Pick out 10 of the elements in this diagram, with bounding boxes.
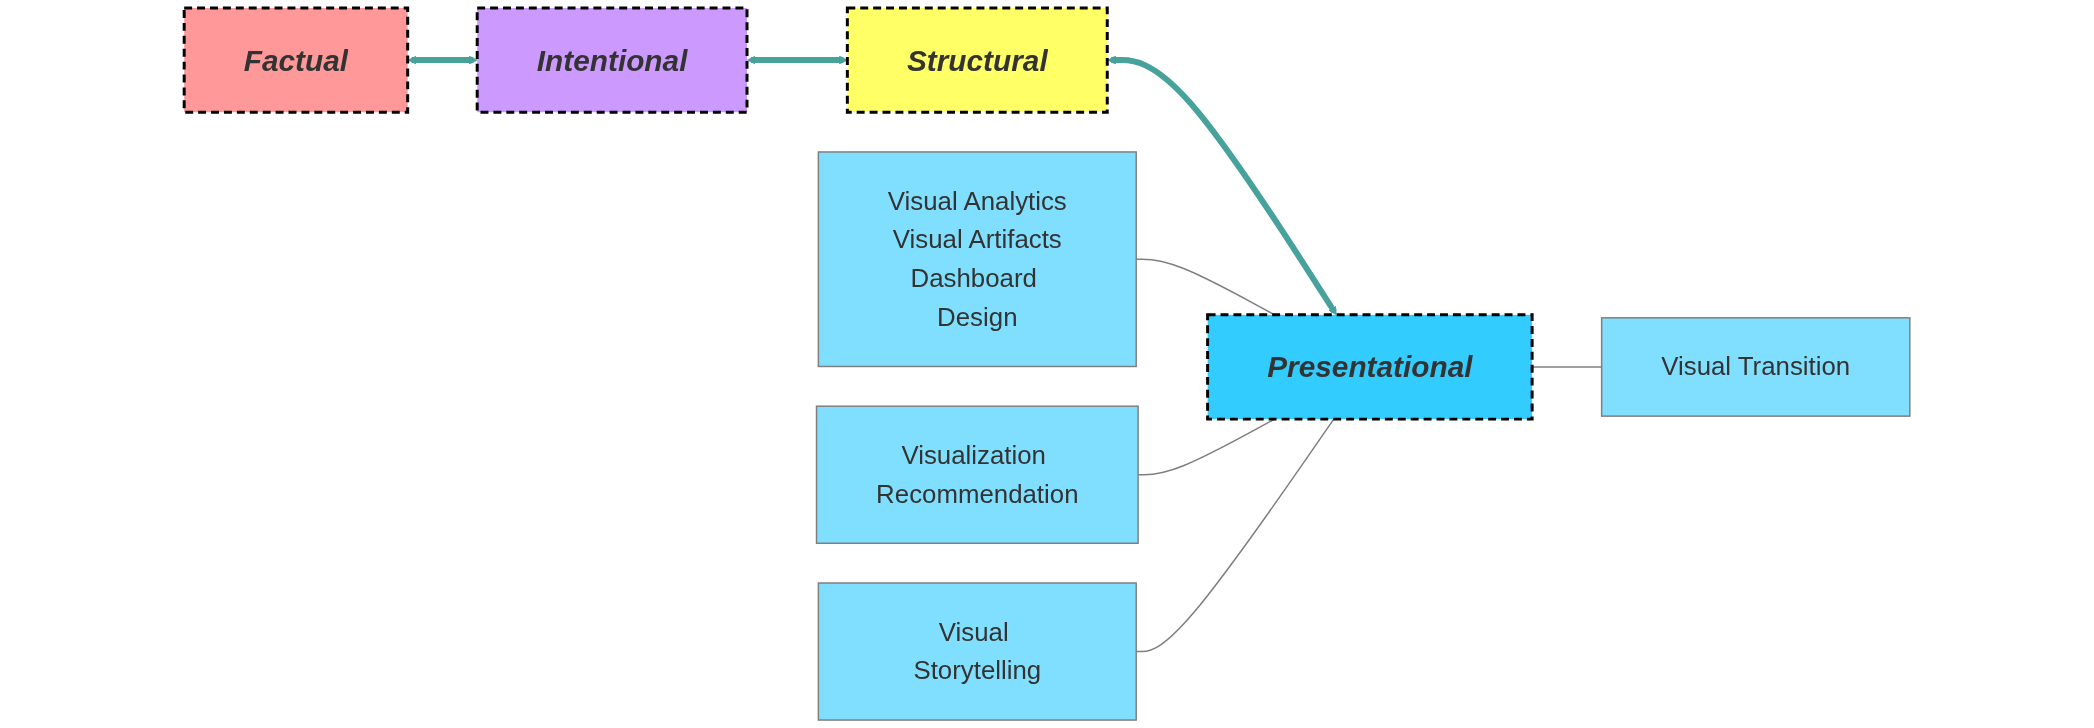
arrow — [407, 55, 478, 65]
node-box: Visual Transition — [1600, 317, 1911, 417]
node-box: Visual Storytelling — [817, 582, 1137, 721]
node-box: Visualization Recommendation — [815, 405, 1139, 544]
node-box: Visual Analytics Visual Artifacts Dashboard Design — [817, 151, 1137, 368]
node-box: Intentional — [475, 6, 749, 114]
node-box: Structural — [845, 6, 1109, 114]
node-box: Factual — [182, 6, 410, 114]
arrow — [747, 55, 848, 65]
node-box: Presentational — [1206, 313, 1534, 421]
